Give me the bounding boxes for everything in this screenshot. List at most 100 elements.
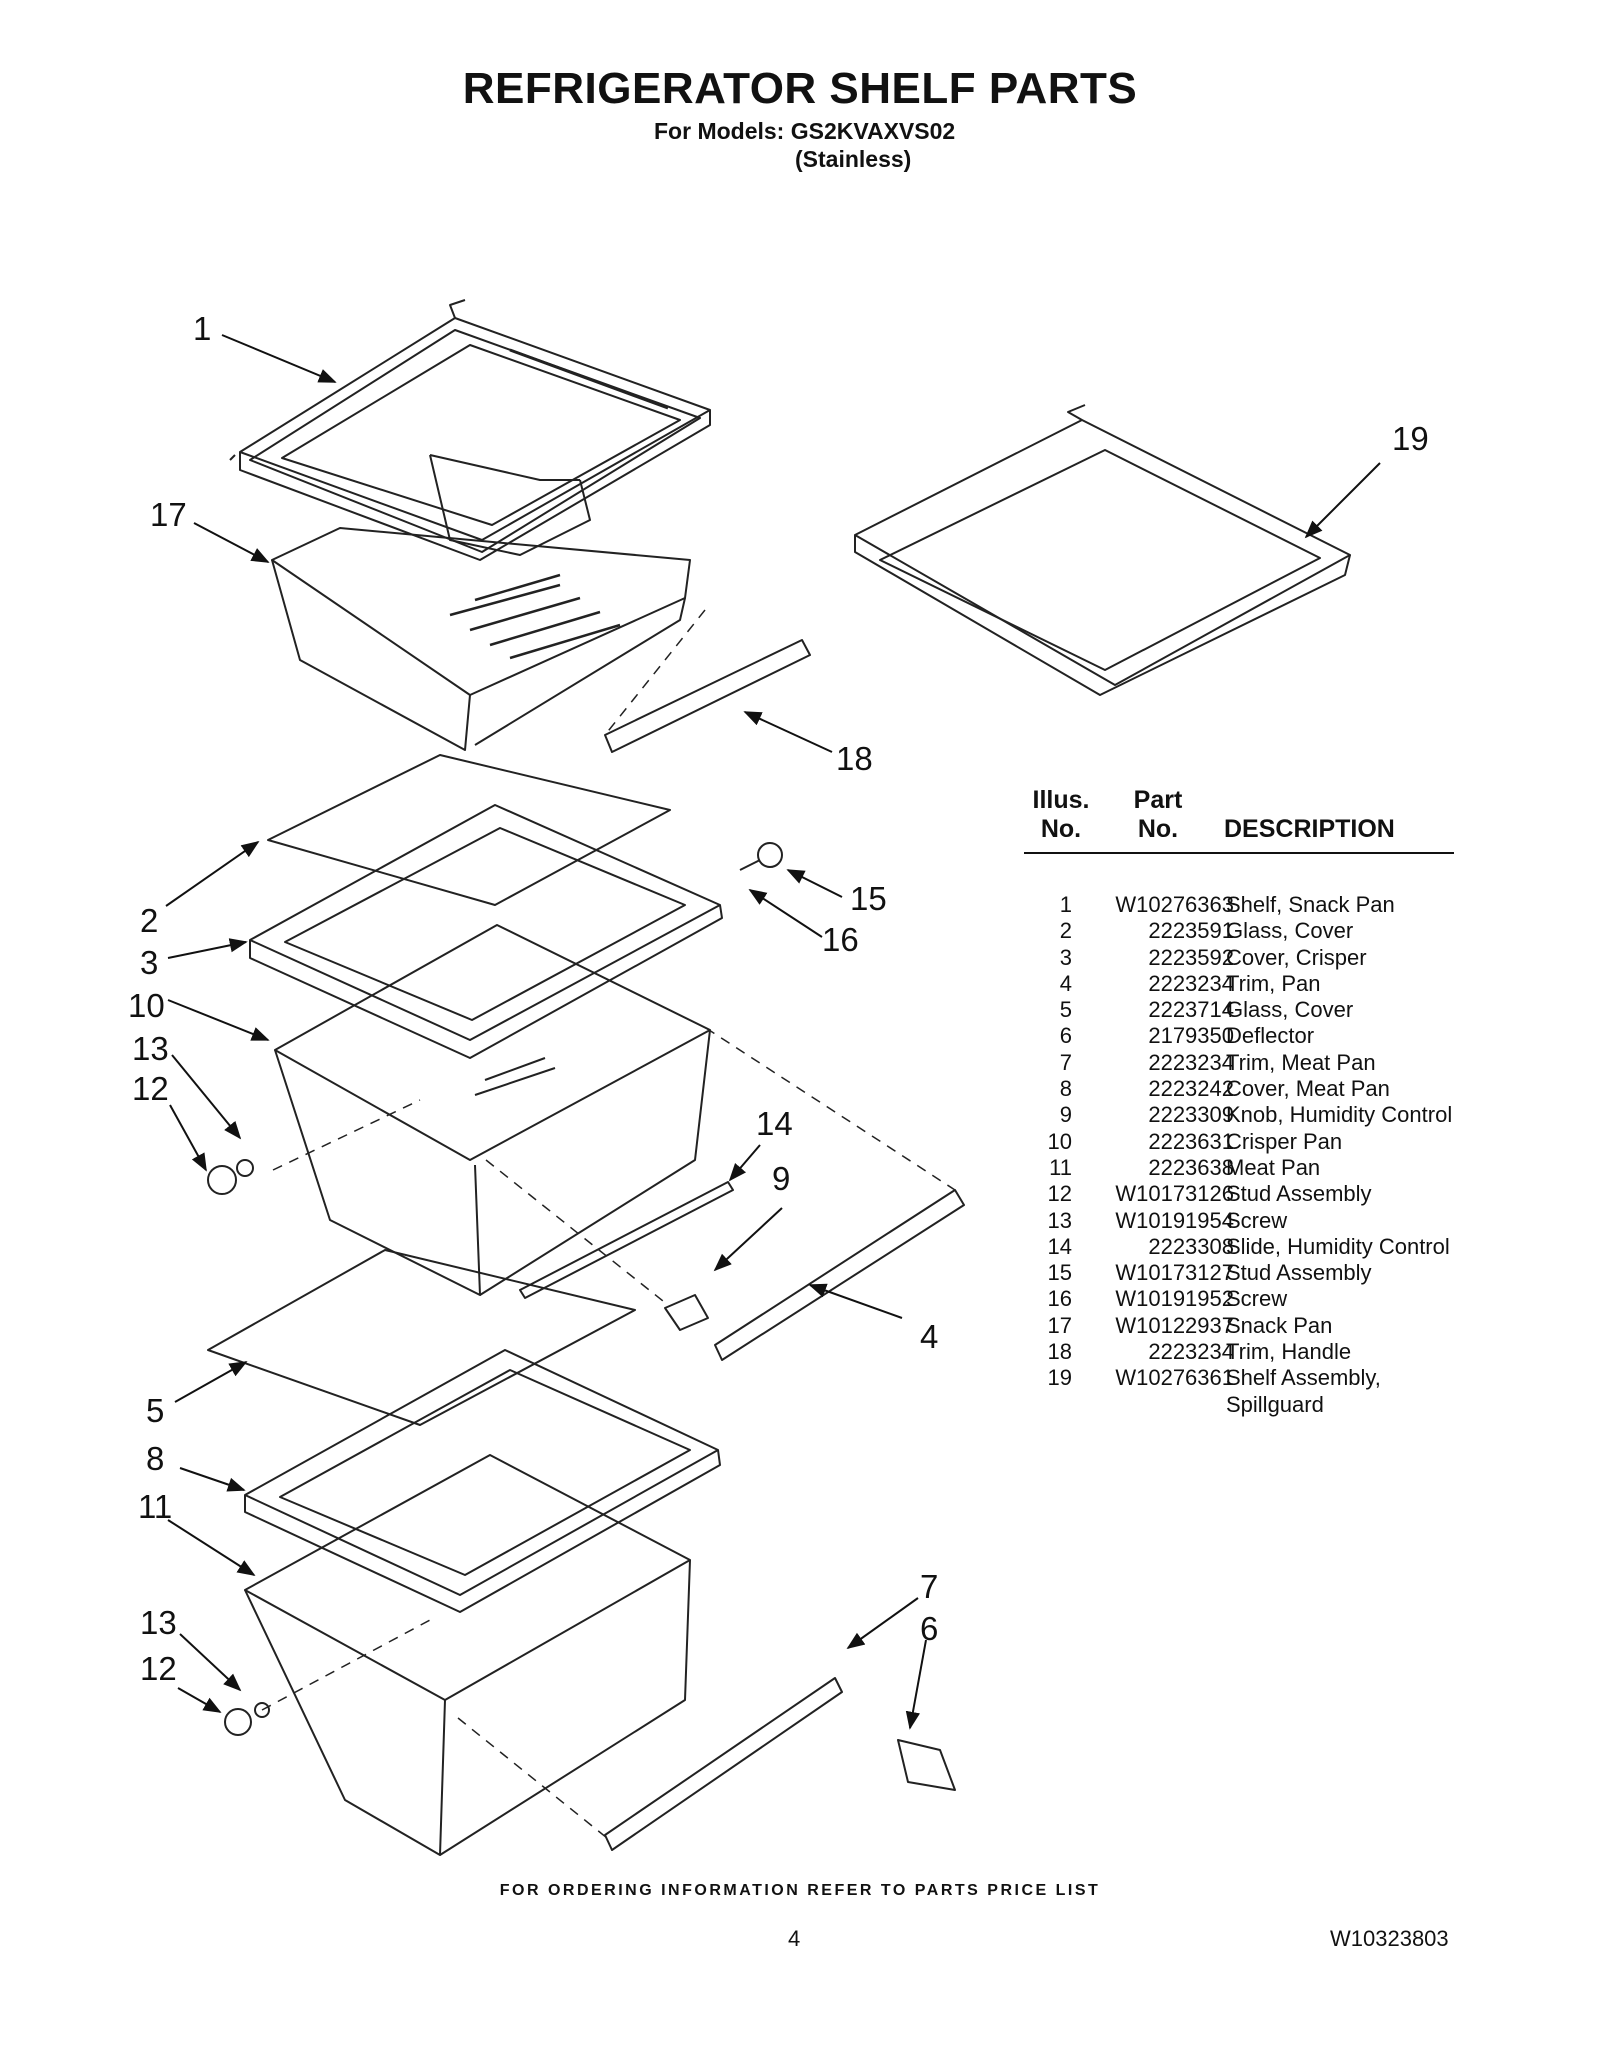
illus-number: 8 <box>1059 1076 1072 1102</box>
snack-pan-shelf-drawing <box>229 299 711 561</box>
meat-pan-drawing <box>244 1454 691 1856</box>
callout-13-lower: 13 <box>140 1604 177 1641</box>
humidity-knob-drawing <box>664 1294 709 1331</box>
description: Shelf, Snack Pan <box>1226 892 1395 917</box>
description: Deflector <box>1226 1023 1315 1049</box>
illus-number: 2 <box>1059 918 1072 944</box>
part-number: 2223631 <box>1148 1128 1234 1154</box>
leader-arrows <box>165 334 1381 1730</box>
illus-number: 5 <box>1059 997 1072 1023</box>
screw-lower-drawing <box>254 1702 270 1718</box>
description: Screw <box>1226 1286 1288 1312</box>
crisper-glass-cover-drawing <box>267 754 671 906</box>
meat-pan-glass-cover-drawing <box>207 1249 636 1426</box>
callout-12-upper: 12 <box>132 1070 169 1107</box>
models-line: For Models: GS2KVAXVS02 <box>654 118 956 144</box>
description: Knob, Humidity Control <box>1226 1102 1453 1128</box>
screw-right-drawing <box>739 859 761 871</box>
description: Trim, Pan <box>1226 970 1321 996</box>
part-number: 2223591 <box>1148 918 1234 944</box>
part-number: 2223638 <box>1148 1154 1234 1180</box>
stud-assembly-lower-drawing <box>224 1708 252 1736</box>
illus-number: 11 <box>1049 1154 1072 1180</box>
description: Screw <box>1226 1207 1288 1233</box>
callout-7: 7 <box>920 1568 938 1605</box>
callout-8: 8 <box>146 1440 164 1477</box>
part-number: W10191954 <box>1115 1207 1234 1233</box>
callout-17: 17 <box>150 496 187 533</box>
header-part-line2: No. <box>1137 815 1179 843</box>
document-number: W10323803 <box>1330 1926 1449 1951</box>
part-number: W10173127 <box>1115 1260 1234 1286</box>
description: Stud Assembly <box>1226 1181 1372 1207</box>
illus-number: 19 <box>1047 1365 1072 1391</box>
description: Glass, Cover <box>1226 918 1354 944</box>
page-title: REFRIGERATOR SHELF PARTS <box>462 64 1138 113</box>
description: Trim, Handle <box>1226 1339 1352 1365</box>
callout-15: 15 <box>850 880 887 917</box>
illus-number: 7 <box>1059 1049 1072 1075</box>
callout-6: 6 <box>920 1610 938 1647</box>
illus-number: 3 <box>1059 944 1072 970</box>
illus-number: 17 <box>1047 1312 1072 1338</box>
description: Cover, Meat Pan <box>1226 1076 1390 1102</box>
illus-number: 6 <box>1059 1023 1072 1049</box>
callout-10: 10 <box>128 987 165 1024</box>
header-description: DESCRIPTION <box>1224 815 1395 843</box>
part-number: 2223234 <box>1148 970 1234 996</box>
humidity-slide-drawing <box>519 1181 734 1299</box>
description: Glass, Cover <box>1226 997 1354 1023</box>
callout-12-lower: 12 <box>140 1650 177 1687</box>
table-header-rule <box>1024 852 1454 854</box>
meat-pan-cover-drawing <box>244 1349 721 1613</box>
illus-number: 15 <box>1047 1260 1072 1286</box>
page-number: 4 <box>788 1926 801 1951</box>
illus-number: 10 <box>1047 1128 1072 1154</box>
ordering-note: FOR ORDERING INFORMATION REFER TO PARTS … <box>499 1882 1101 1899</box>
spillguard-shelf-drawing <box>854 404 1351 696</box>
screw-upper-drawing <box>236 1159 254 1177</box>
stud-assembly-right-drawing <box>757 842 783 868</box>
illus-number: 4 <box>1059 970 1072 996</box>
part-number: 2223242 <box>1148 1076 1234 1102</box>
callout-5: 5 <box>146 1392 164 1429</box>
header-illus-line2: No. <box>1040 815 1082 843</box>
part-number: W10276363 <box>1115 892 1234 917</box>
callout-13-upper: 13 <box>132 1030 169 1067</box>
description: Slide, Humidity Control <box>1226 1233 1450 1259</box>
illus-number: 14 <box>1047 1233 1072 1259</box>
illus-number: 16 <box>1047 1286 1072 1312</box>
description: Shelf Assembly, Spillguard <box>1226 1365 1381 1417</box>
callout-3: 3 <box>140 944 158 981</box>
callout-18: 18 <box>836 740 873 777</box>
part-number: 2179350 <box>1148 1023 1234 1049</box>
part-number: 2223234 <box>1148 1049 1234 1075</box>
part-number: W10122937 <box>1115 1312 1234 1338</box>
part-number: 2223309 <box>1148 1102 1234 1128</box>
part-number: W10276361 <box>1115 1365 1234 1391</box>
deflector-drawing <box>897 1739 956 1791</box>
header-part-line1: Part <box>1133 786 1183 814</box>
part-number: 2223234 <box>1148 1339 1234 1365</box>
description: Meat Pan <box>1226 1154 1321 1180</box>
part-number: W10173126 <box>1115 1181 1234 1207</box>
header-illus-line1: Illus. <box>1032 786 1090 814</box>
crisper-cover-drawing <box>249 804 723 1059</box>
illus-number: 1 <box>1059 892 1072 917</box>
part-number: 2223592 <box>1148 944 1234 970</box>
